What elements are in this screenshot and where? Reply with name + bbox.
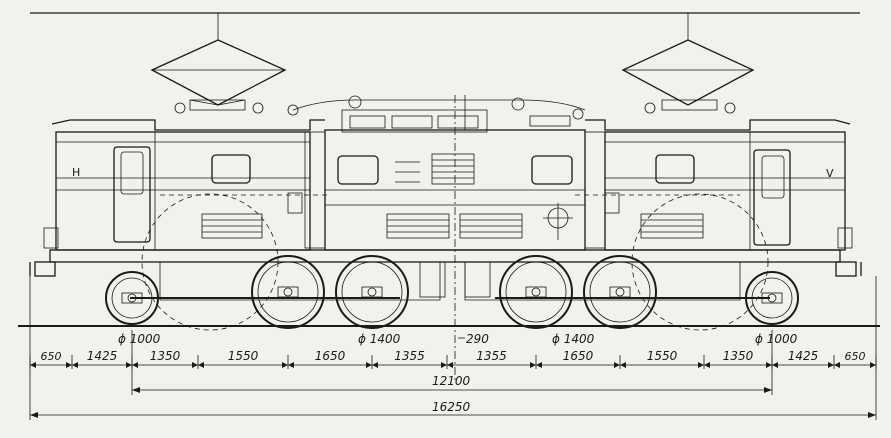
dimension-label: 650 [41,350,62,363]
overall-length-label: 16250 [432,400,471,414]
dimension-label: 1350 [723,349,754,363]
roof-equipment [292,95,586,133]
wheel-diameter-label: ϕ 1000 [755,332,798,346]
dimension-label: 1355 [394,349,425,363]
wheel-diameter-label: ϕ 1400 [358,332,401,346]
dimension-label: 1650 [315,349,346,363]
dimension-label: 650 [845,350,866,363]
dimension-label: 1355 [476,349,507,363]
dimension-label: 1425 [87,349,118,363]
wheel [335,255,409,329]
dimension-label: 1350 [150,349,181,363]
wheel [105,271,159,325]
cab-label-left: H [72,166,80,179]
dimension-wheelbase: 12100 [132,374,772,393]
extension-lines [29,276,877,420]
wheel-diameter-label: ϕ 1000 [118,332,161,346]
pantograph-left [150,13,299,116]
wheel [745,271,799,325]
gap-dimension-label: 290 [466,332,489,346]
cab-label-right: V [826,167,834,180]
wheel [499,255,573,329]
wheel [251,255,325,329]
cab-door-left [113,146,151,243]
wheel-diameter-label: ϕ 1400 [552,332,595,346]
dimension-label: 1550 [647,349,678,363]
dimension-label: 1650 [563,349,594,363]
wheelbase-total-label: 12100 [432,374,471,388]
bogie-frames [29,193,862,331]
dimension-overall-length: 16250 [30,400,876,418]
cab-door-right [753,149,791,246]
wheelset-group [105,255,799,329]
dimension-label: 1550 [228,349,259,363]
pantograph-right [621,13,755,114]
locomotive-body [51,119,851,251]
dimension-label: 1425 [788,349,819,363]
dimension-row-segments: 650 1425 1350 1550 1650 1355 1355 1650 1550 1350 1… [29,349,877,369]
wheel [583,255,657,329]
